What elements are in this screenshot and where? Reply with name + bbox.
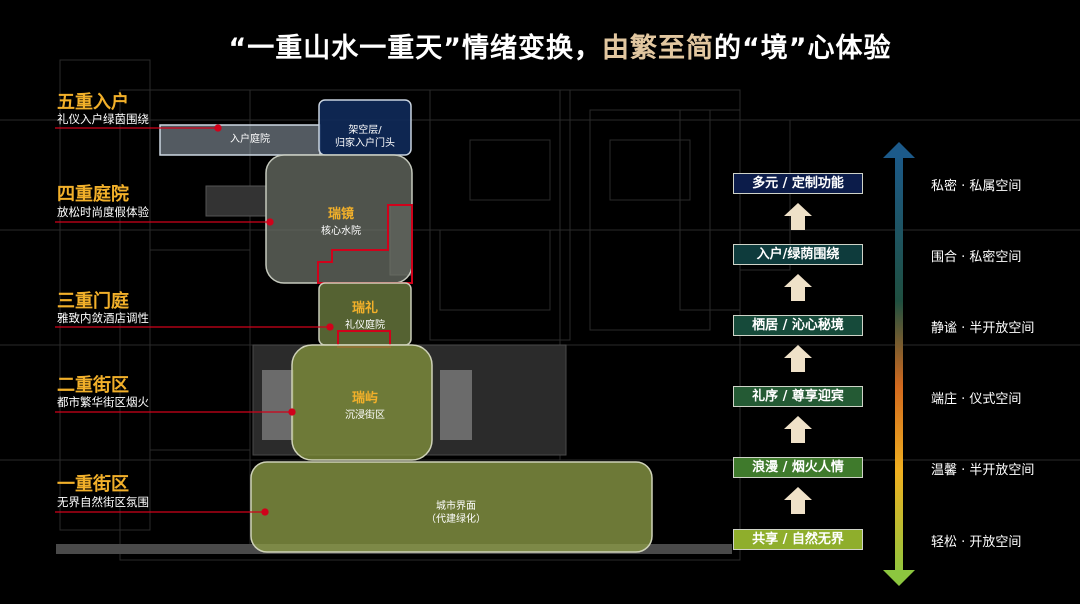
overhead-layer-label: 架空层/归家入户门头	[335, 125, 395, 149]
level-4-name: 四重庭院	[57, 184, 129, 205]
step-entry-greenery: 入户/绿荫围绕	[733, 244, 863, 265]
level-2-desc: 都市繁华街区烟火	[57, 395, 149, 409]
city-interface-label: 城市界面（代建绿化）	[426, 501, 486, 525]
level-2-name: 二重街区	[57, 375, 129, 396]
level-4-desc: 放松时尚度假体验	[57, 205, 149, 219]
step-private-function: 多元 / 定制功能	[733, 173, 863, 194]
step-ritual-welcome: 礼序 / 尊享迎宾	[733, 386, 863, 407]
space-label-6: 轻松 · 开放空间	[931, 535, 1022, 550]
step-romance-life: 浪漫 / 烟火人情	[733, 457, 863, 478]
space-label-2: 围合 · 私密空间	[931, 250, 1022, 265]
ruili-zone-label: 瑞礼 礼仪庭院	[345, 301, 385, 331]
space-label-4: 端庄 · 仪式空间	[931, 392, 1022, 407]
ruiyu-zone-label: 瑞屿 沉浸街区	[345, 391, 385, 421]
entrance-courtyard-label: 入户庭院	[230, 134, 270, 145]
step-shared-nature: 共享 / 自然无界	[733, 529, 863, 550]
level-3-name: 三重门庭	[57, 291, 129, 312]
level-1-name: 一重街区	[57, 474, 129, 495]
level-3-desc: 雅致内敛酒店调性	[57, 311, 149, 325]
page-title: “一重山水一重天”情绪变换，由繁至简的“境”心体验	[228, 33, 892, 64]
space-label-3: 静谧 · 半开放空间	[931, 321, 1035, 336]
level-5-desc: 礼仪入户绿茵围绕	[57, 112, 149, 126]
level-5-name: 五重入户	[57, 92, 129, 113]
level-1-desc: 无界自然街区氛围	[57, 495, 149, 509]
space-label-5: 温馨 · 半开放空间	[931, 463, 1035, 478]
space-label-1: 私密 · 私属空间	[931, 179, 1022, 194]
ruijing-zone-label: 瑞镜 核心水院	[321, 207, 361, 237]
step-dwelling-retreat: 栖居 / 沁心秘境	[733, 315, 863, 336]
